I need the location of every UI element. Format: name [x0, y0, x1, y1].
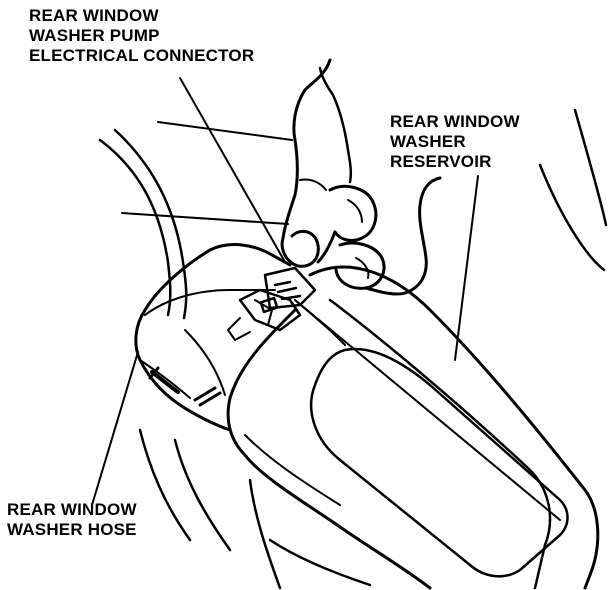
- hand-guide-line-upper: [157, 121, 293, 141]
- pump-connector: [259, 266, 317, 314]
- reservoir-leader-line: [454, 175, 479, 361]
- label-line: ELECTRICAL CONNECTOR: [29, 46, 255, 65]
- label-line: REAR WINDOW: [29, 6, 159, 25]
- label-line: REAR WINDOW: [7, 500, 137, 519]
- label-line: RESERVOIR: [390, 152, 492, 171]
- connector-leader-line: [179, 77, 286, 263]
- label-line: WASHER PUMP: [29, 26, 160, 45]
- hand-guide-line-lower: [121, 212, 289, 225]
- label-line: WASHER HOSE: [7, 520, 137, 539]
- label-washer-reservoir: REAR WINDOW WASHER RESERVOIR: [390, 112, 520, 172]
- body-panel-lines: [138, 108, 608, 590]
- washer-hose: [98, 128, 188, 320]
- label-washer-pump-electrical-connector: REAR WINDOW WASHER PUMP ELECTRICAL CONNE…: [29, 6, 254, 66]
- hose-leader-line: [91, 351, 139, 506]
- hand: [280, 58, 442, 296]
- reservoir-tank: [226, 265, 600, 590]
- leader-lines: [91, 77, 479, 506]
- label-line: WASHER: [390, 132, 466, 151]
- label-washer-hose: REAR WINDOW WASHER HOSE: [7, 500, 137, 540]
- pump-housing: [134, 243, 302, 432]
- label-line: REAR WINDOW: [390, 112, 520, 131]
